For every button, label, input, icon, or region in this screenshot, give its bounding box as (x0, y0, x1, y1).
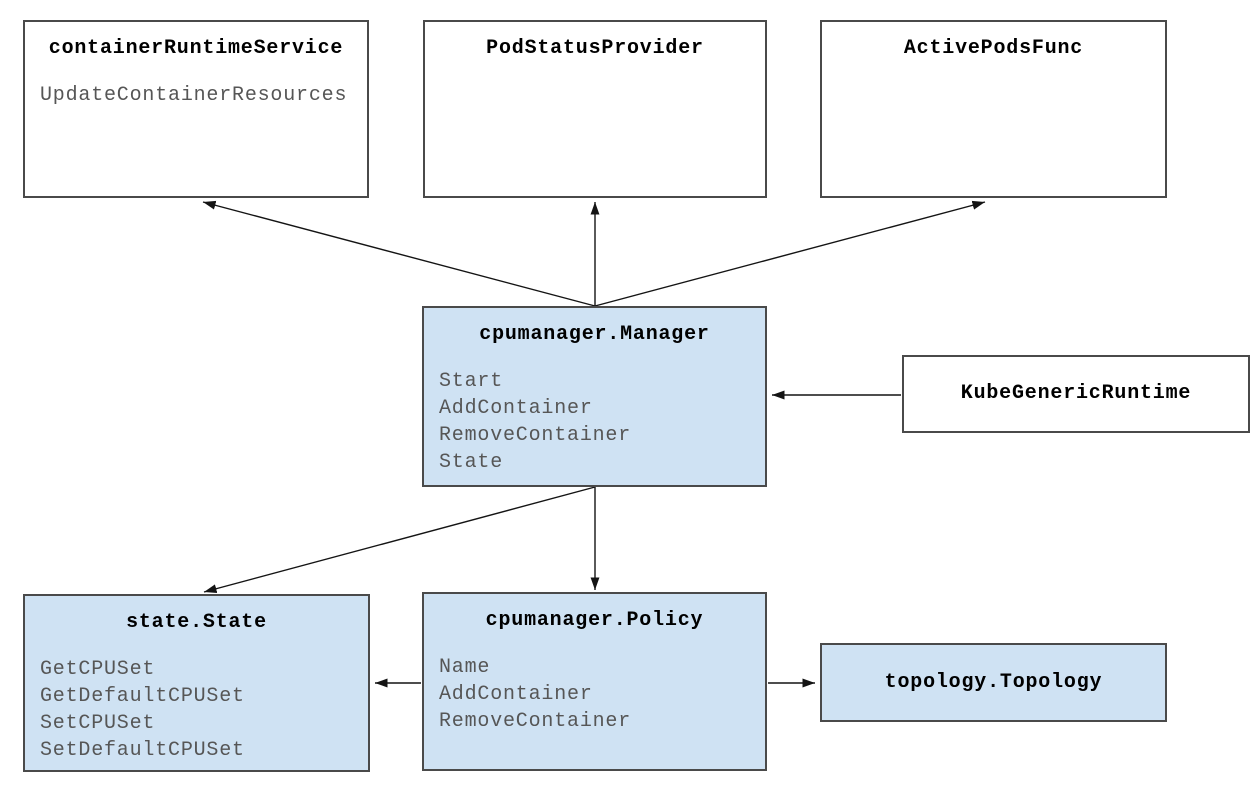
node-active-pods-func: ActivePodsFunc (820, 20, 1167, 198)
edge-cpumanager-manager--state-state (203, 486, 596, 594)
node-method-line: AddContainer (439, 397, 593, 420)
node-method-line: UpdateContainerResources (40, 84, 348, 107)
node-title-cpumanager-manager: cpumanager.Manager (479, 323, 710, 346)
node-title-active-pods-func: ActivePodsFunc (903, 37, 1084, 60)
node-method-line: State (439, 451, 504, 474)
node-title-cpumanager-policy: cpumanager.Policy (485, 609, 704, 632)
node-title-container-runtime-service: containerRuntimeService (48, 37, 344, 60)
node-method-line: Start (439, 370, 504, 393)
node-method-line: GetDefaultCPUSet (40, 685, 245, 708)
node-method-line: RemoveContainer (439, 424, 632, 447)
edge-cpumanager-manager--container-runtime-service (202, 200, 596, 307)
node-method-line: SetCPUSet (40, 712, 156, 735)
node-method-list: UpdateContainerResources (25, 82, 367, 109)
node-method-line: Name (439, 656, 491, 679)
node-kube-generic-runtime: KubeGenericRuntime (902, 355, 1250, 433)
node-topology-topology: topology.Topology (820, 643, 1167, 722)
node-title-topology-topology: topology.Topology (884, 670, 1103, 694)
node-method-line: GetCPUSet (40, 658, 156, 681)
node-pod-status-provider: PodStatusProvider (423, 20, 767, 198)
node-title-state-state: state.State (126, 611, 267, 634)
node-title-kube-generic-runtime: KubeGenericRuntime (960, 382, 1192, 405)
node-method-line: AddContainer (439, 683, 593, 706)
edge-cpumanager-manager--active-pods-func (594, 200, 986, 307)
node-method-line: RemoveContainer (439, 710, 632, 733)
node-method-line: SetDefaultCPUSet (40, 739, 245, 762)
node-title-pod-status-provider: PodStatusProvider (486, 37, 704, 60)
